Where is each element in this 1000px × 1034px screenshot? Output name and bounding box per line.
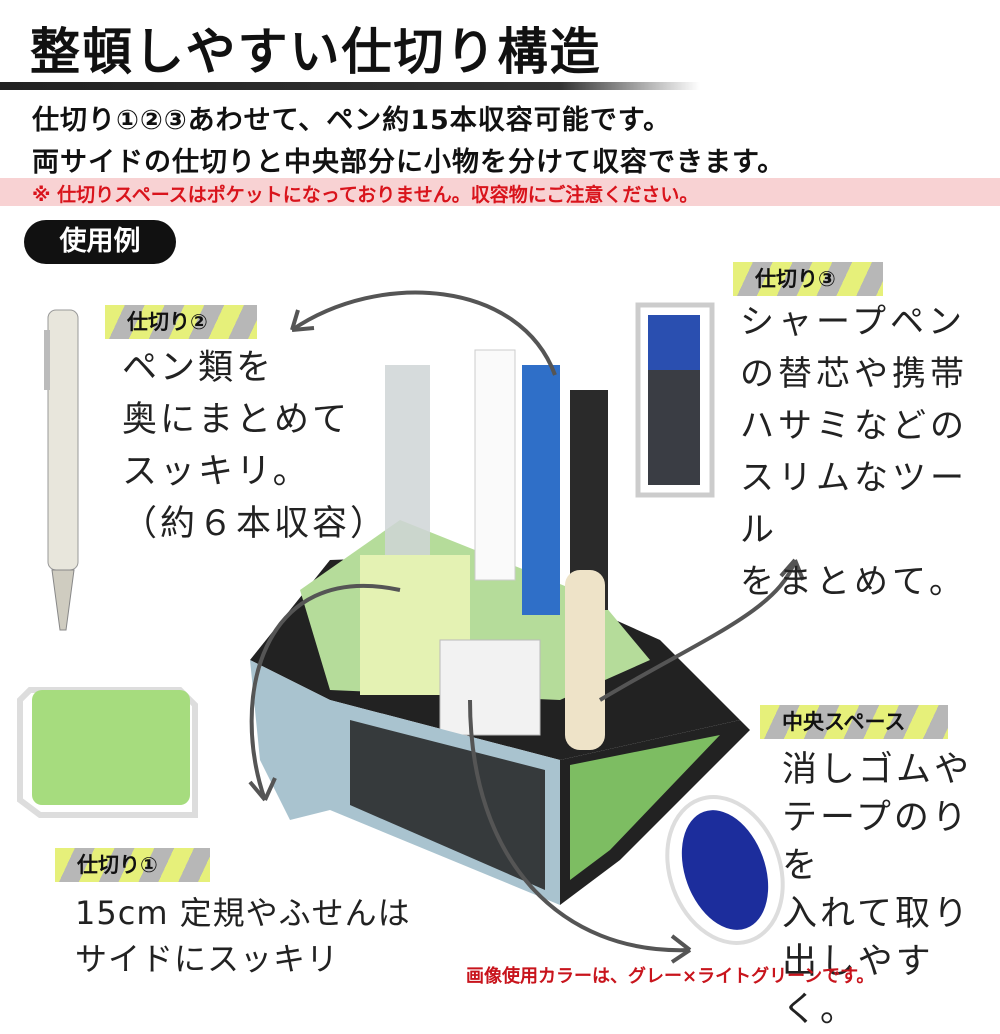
callout-divider-3: シャープペン の替芯や携帯 ハサミなどの スリムなツール をまとめて。 [740,296,1000,608]
example-badge: 使用例 [24,220,176,264]
callout-line: 消しゴムや [782,750,973,790]
page-title: 整頓しやすい仕切り構造 [30,23,602,81]
callout-line: の替芯や携帯 [740,354,968,394]
callout-line: 奥にまとめて [122,400,351,440]
lead-line-1: 仕切り①②③あわせて、ペン約15本収容可能です。 [32,105,672,136]
warning-text: ※ 仕切りスペースはポケットになっておりません。収容物にご注意ください。 [32,184,699,206]
tag-divider-1: 仕切り① [55,848,210,882]
lead-line-2: 両サイドの仕切りと中央部分に小物を分けて収容できます。 [32,147,786,178]
arrow-to-divider-2 [290,290,557,376]
callout-line: ハサミなどの [740,406,968,446]
product-illustration [17,290,805,964]
callout-line: スッキリ。 [122,452,311,492]
callout-line: サイドにスッキリ [75,940,340,978]
callout-line: 15cm 定規やふせんは [75,894,411,932]
sticky-note-image [17,687,198,818]
callout-line: 入れて取り [782,894,971,934]
callout-line: （約６本収容） [122,504,389,544]
title-divider [0,82,700,90]
callout-line: スリムなツール [740,458,968,550]
callout-line: シャープペン [740,302,966,342]
tape-glue-image [665,795,785,945]
color-note: 画像使用カラーは、グレー×ライトグリーンです。 [466,966,875,987]
callout-divider-2: ペン類を 奥にまとめて スッキリ。 （約６本収容） [122,342,388,550]
tag-divider-2: 仕切り② [105,305,257,339]
callout-line: をまとめて。 [740,562,967,602]
mechanical-pencil-image [44,309,79,631]
arrow-to-center-space [468,699,691,953]
callout-divider-1: 15cm 定規やふせんは サイドにスッキリ [75,890,411,982]
callout-center-space: 消しゴムや テープのりを 入れて取り 出しやすく。 [782,746,1000,1034]
tag-center-space: 中央スペース [760,705,948,739]
arrow-to-divider-1 [249,583,401,801]
tag-divider-3: 仕切り③ [733,262,883,296]
callout-line: ペン類を [122,348,275,388]
callout-line: テープのりを [782,798,970,886]
lead-case-image [635,302,715,498]
pen-stand-pouch-image [250,349,750,905]
warning-band [0,178,1000,206]
arrow-to-divider-3 [598,559,797,702]
